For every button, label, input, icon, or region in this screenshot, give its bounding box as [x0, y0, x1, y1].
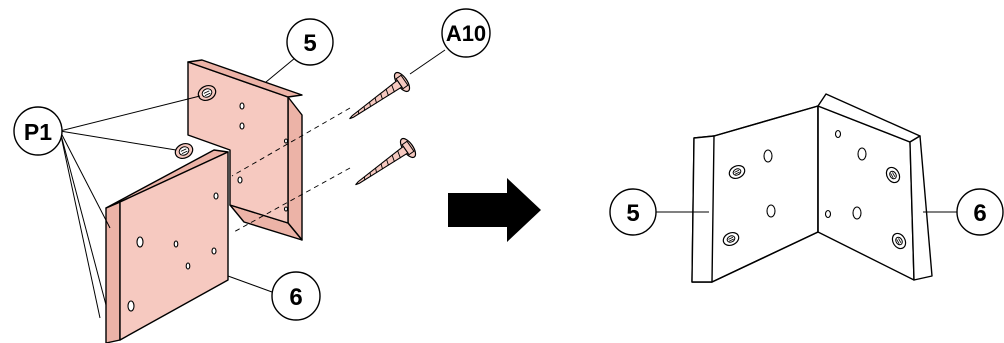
callout-label-a10: A10	[446, 21, 486, 46]
cam-nut-icon	[891, 232, 907, 250]
assembled-view: 5 6	[609, 93, 1004, 283]
callout-cam-nut-p1: P1	[13, 106, 63, 156]
screw-icon	[349, 71, 411, 120]
callout-label-p1: P1	[24, 119, 52, 145]
callout-part-6-assembled: 6	[956, 188, 1004, 236]
cam-nut-icon	[174, 143, 194, 159]
exploded-view: 5 A10 P1 6	[13, 8, 491, 343]
panel-6-assembled	[817, 93, 933, 281]
panel-5-exploded	[174, 59, 303, 241]
panel-5-assembled	[691, 105, 819, 283]
cam-nut-icon	[722, 231, 740, 247]
callout-label-6: 6	[289, 284, 302, 311]
callout-part-5-assembled: 5	[609, 188, 657, 236]
cam-nut-icon	[197, 85, 217, 101]
cam-nut-icon	[728, 164, 746, 180]
panel-6-exploded	[105, 149, 229, 343]
callout-screw-a10: A10	[441, 8, 491, 58]
screw-icon	[355, 137, 417, 186]
callout-part-6: 6	[271, 271, 321, 321]
callout-label-5-assembled: 5	[626, 200, 639, 227]
arrow-right-icon	[448, 178, 541, 242]
cam-nut-icon	[885, 166, 901, 184]
callout-label-5: 5	[303, 30, 316, 57]
callout-label-6-assembled: 6	[973, 200, 986, 227]
callout-part-5: 5	[286, 18, 334, 66]
